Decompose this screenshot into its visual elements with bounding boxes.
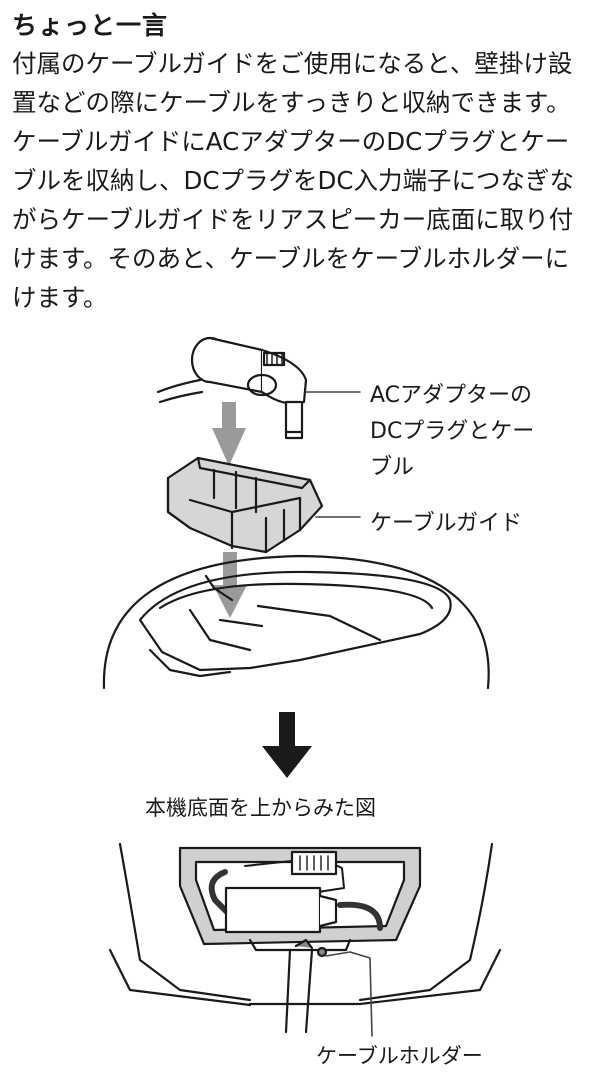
cable-guide-label: ケーブルガイド: [370, 511, 523, 536]
leader-lines: [305, 391, 373, 1037]
paragraph-line: 置などの際にケーブルをすっきりと収納できます。: [12, 88, 571, 117]
paragraph-line: けます。そのあと、ケーブルをケーブルホルダーに: [12, 244, 570, 273]
bottom-view-caption: 本機底面を上からみた図: [145, 796, 376, 820]
speaker-body-illustration: [102, 554, 490, 690]
down-arrow-1: [212, 402, 246, 466]
dc-plug-label: ACアダプターの DCプラグとケー ブル: [370, 378, 534, 486]
section-title: ちょっと一言: [12, 11, 169, 40]
dc-plug-label-line: ACアダプターの: [370, 383, 533, 408]
cable-holder-label: ケーブルホルダー: [316, 1044, 483, 1068]
dc-plug-illustration: [156, 336, 308, 440]
dc-plug-label-line: DCプラグとケー: [370, 419, 535, 444]
paragraph-line: 付属のケーブルガイドをご使用になると、壁掛け設: [12, 49, 573, 78]
big-down-arrow: [262, 712, 312, 778]
dc-plug-label-line: ブル: [370, 455, 415, 480]
paragraph-line: ブルを収納し、DCプラグをDC入力端子につなぎな: [12, 166, 574, 195]
bottom-view-illustration: [108, 842, 502, 1034]
paragraph-line: けます。: [12, 283, 108, 312]
paragraph: 付属のケーブルガイドをご使用になると、壁掛け設 置などの際にケーブルをすっきりと…: [12, 44, 607, 317]
paragraph-line: ケーブルガイドにACアダプターのDCプラグとケー: [12, 127, 570, 156]
paragraph-line: がらケーブルガイドをリアスピーカー底面に取り付: [12, 205, 574, 234]
cable-guide-illustration: [166, 456, 324, 554]
